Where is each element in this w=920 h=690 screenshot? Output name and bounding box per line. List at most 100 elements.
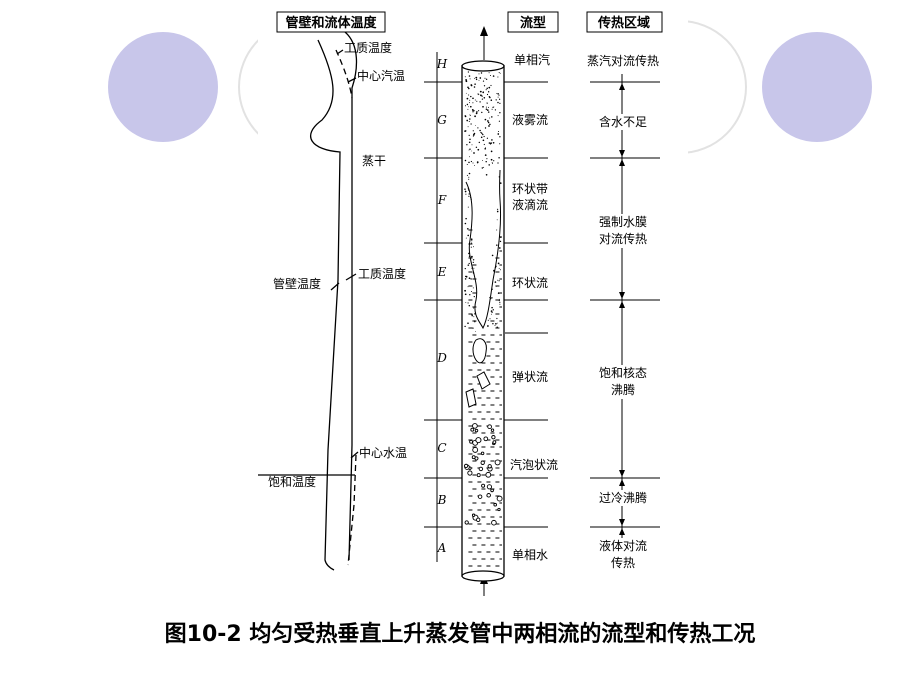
droplet-dot — [499, 240, 502, 243]
droplet-dot — [481, 111, 483, 114]
flow-arrowhead-top — [480, 26, 488, 36]
fluid-temp-top-leader — [336, 49, 344, 55]
droplet-dot — [497, 130, 500, 133]
droplet-dot — [472, 259, 475, 261]
droplet-dot — [499, 72, 501, 74]
decor-circle-right — [762, 32, 872, 142]
droplet-dot — [466, 163, 468, 166]
droplet-dot — [487, 120, 489, 122]
droplet-dot — [468, 262, 470, 265]
droplet-dot — [474, 77, 475, 79]
column-headers: 管壁和流体温度 流型 传热区域 — [276, 11, 663, 33]
droplet-dot — [474, 83, 476, 85]
droplet-dot — [468, 277, 471, 280]
droplet-dot — [466, 144, 468, 146]
droplet-dot — [481, 95, 483, 97]
droplet-dot — [480, 136, 483, 139]
decor-circle-left — [108, 32, 218, 142]
droplet-dot — [472, 287, 474, 289]
temperature-labels: 工质温度 中心汽温 蒸干 工质温度 管壁温度 中心水温 饱和温度 — [268, 40, 407, 489]
droplet-dot — [496, 210, 499, 213]
droplet-dot — [473, 267, 475, 269]
droplet-dot — [468, 252, 470, 255]
droplet-dot — [464, 289, 466, 292]
vapor-bubble — [492, 440, 497, 444]
droplet-dot — [472, 130, 474, 132]
zone-water-deficient: 含水不足 — [599, 114, 647, 129]
droplet-dot — [467, 264, 470, 266]
wall-temp-curve — [310, 39, 341, 571]
droplet-dot — [496, 317, 498, 320]
droplet-dot — [478, 141, 480, 144]
droplet-dot — [497, 101, 499, 104]
droplet-dot — [490, 298, 492, 300]
droplet-dot — [468, 141, 471, 144]
droplet-dot — [498, 176, 500, 178]
zone-nucleate-boiling-1: 饱和核态 — [599, 365, 647, 380]
vapor-bubble — [496, 495, 503, 502]
label-dryout: 蒸干 — [362, 154, 386, 168]
droplet-dot — [472, 327, 474, 329]
flow-annular: 环状流 — [512, 276, 548, 290]
droplet-dot — [466, 97, 469, 100]
droplet-dot — [491, 288, 493, 290]
droplet-dot — [491, 254, 494, 257]
vapor-bubble — [471, 455, 476, 460]
droplet-dot — [465, 237, 467, 239]
droplet-dot — [479, 101, 481, 103]
droplet-dot — [473, 295, 475, 298]
vapor-core — [465, 169, 501, 330]
droplet-dot — [472, 97, 474, 100]
droplet-dot — [498, 71, 500, 74]
droplet-dot — [491, 162, 494, 164]
droplet-dot — [467, 106, 469, 108]
zone-liquid-convection-2: 传热 — [611, 555, 635, 570]
droplet-dot — [497, 133, 500, 135]
label-fluid-temp-top: 工质温度 — [344, 40, 392, 55]
droplet-dot — [474, 313, 476, 315]
droplet-dot — [488, 164, 490, 166]
droplet-dot — [476, 100, 478, 102]
droplet-dot — [488, 72, 490, 74]
droplet-dot — [464, 222, 467, 225]
droplet-dot — [473, 307, 474, 309]
droplet-dot — [469, 78, 471, 80]
droplet-dot — [464, 293, 467, 296]
section-letters: H G F E D C B A — [436, 57, 448, 555]
wall-temp-leader — [330, 282, 340, 291]
droplet-dot — [467, 322, 469, 325]
droplet-dot — [464, 190, 467, 193]
droplet-dot — [483, 85, 486, 87]
droplet-dot — [470, 196, 472, 199]
droplet-dot — [464, 267, 466, 270]
droplet-dot — [497, 115, 499, 117]
slug-bubble-2 — [476, 371, 491, 390]
droplet-dot — [493, 269, 495, 272]
droplet-dot — [497, 76, 499, 78]
vapor-bubble — [471, 513, 476, 517]
droplet-dot — [464, 76, 466, 78]
droplet-dot — [468, 75, 471, 77]
droplet-dot — [472, 272, 475, 274]
droplet-dot — [487, 325, 489, 327]
droplet-dot — [475, 76, 478, 79]
vapor-bubble — [478, 466, 484, 472]
droplet-dot — [464, 115, 467, 117]
section-letter-d: D — [436, 351, 447, 365]
vapor-bubble — [477, 494, 483, 499]
droplet-dot — [472, 109, 474, 111]
droplet-dot — [490, 310, 493, 312]
droplet-dot — [491, 108, 493, 110]
flow-mist: 液雾流 — [512, 112, 548, 127]
droplet-dot — [465, 159, 467, 161]
droplet-dot — [485, 89, 487, 91]
droplet-dot — [487, 121, 490, 124]
droplet-dot — [465, 193, 467, 195]
droplet-dot — [470, 123, 472, 125]
droplet-dot — [475, 78, 478, 81]
vapor-bubbles — [464, 423, 503, 526]
vapor-bubble — [476, 473, 481, 478]
droplet-dot — [480, 72, 483, 74]
fluid-temp-mid-leader — [345, 273, 357, 281]
droplet-dot — [485, 108, 488, 111]
